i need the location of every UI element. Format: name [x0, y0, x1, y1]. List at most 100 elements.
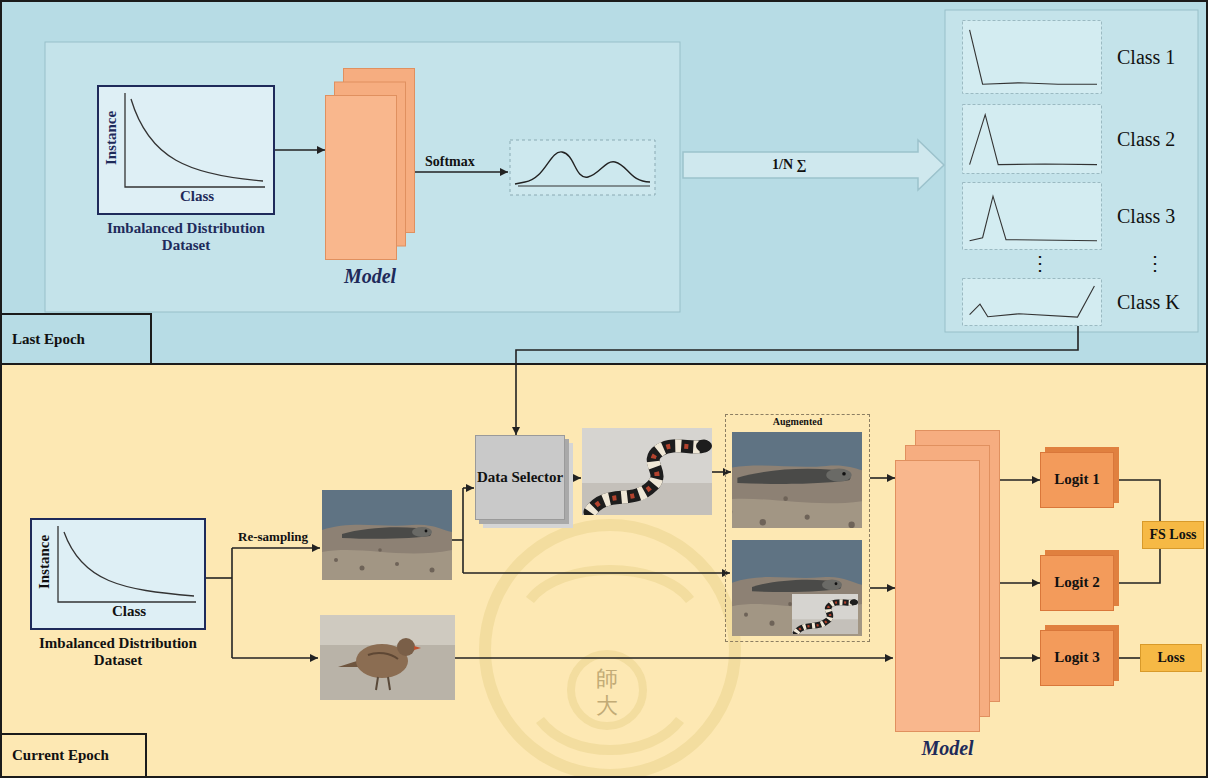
- dataset-chart-node: InstanceClassImbalanced Distribution Dat…: [97, 85, 275, 265]
- flow-line: [452, 539, 463, 541]
- process-box: Data Selector: [475, 435, 565, 520]
- model-label: Model: [880, 736, 1015, 760]
- long-tail-curve: [131, 99, 263, 181]
- cutmix-patch: [792, 594, 858, 634]
- flow-line: [231, 548, 233, 658]
- arrow-label: Softmax: [425, 154, 475, 170]
- box-label: Logit 2: [1054, 574, 1099, 591]
- plot-line: [970, 30, 1097, 84]
- class-distribution-plot: [962, 104, 1102, 174]
- connector-line: [1114, 549, 1160, 583]
- plot-frame: [963, 279, 1102, 326]
- class-label: Class 1: [1117, 45, 1175, 69]
- model-label: Model: [310, 264, 430, 288]
- axis-label: Class: [125, 188, 269, 205]
- ellipsis-mark: ⋮: [1145, 252, 1165, 274]
- bottom-band-ground: [0, 365, 1208, 778]
- group-heading: Augmented: [726, 416, 869, 428]
- plot-line: [970, 286, 1095, 317]
- connector-arrow: [1000, 582, 1040, 584]
- process-box: Logit 3: [1040, 630, 1114, 686]
- connector-line: [1114, 480, 1160, 521]
- band-title: Last Epoch: [12, 331, 85, 348]
- bird-photo: [320, 615, 455, 700]
- process-box: Logit 1: [1040, 452, 1114, 508]
- watermark-ring: [485, 525, 735, 775]
- top-band-ground: [0, 0, 1208, 365]
- axis-label: Instance: [103, 111, 120, 165]
- average-arrow: [683, 140, 944, 190]
- class-row: Class 1: [962, 20, 1194, 94]
- class-distribution-plot: [962, 278, 1102, 326]
- connector-arrow: [870, 587, 895, 589]
- dataset-caption: Imbalanced Distribution Dataset: [85, 220, 287, 254]
- connector-arrow: [1000, 657, 1040, 659]
- augmented-photo: [732, 432, 862, 528]
- softmax-axis: [518, 186, 650, 187]
- model-node: Model: [325, 68, 415, 288]
- class-label: Class 2: [1117, 127, 1175, 151]
- axis-label: Class: [58, 603, 200, 620]
- long-tail-curve: [64, 532, 194, 596]
- connector-arrow: [275, 149, 325, 151]
- class-distribution-plot: [962, 20, 1102, 94]
- chart-axes: [58, 526, 196, 602]
- class-row: Class K: [962, 278, 1194, 326]
- watermark-text: 大: [596, 694, 618, 718]
- arrow-label: Re-sampling: [238, 529, 308, 544]
- class-panel: [945, 10, 1198, 332]
- flow-arrow: [232, 657, 318, 659]
- box-label: Logit 3: [1054, 649, 1099, 666]
- flow-arrow: [455, 657, 893, 659]
- flow-arrow: [463, 487, 474, 489]
- process-box: Logit 2: [1040, 555, 1114, 611]
- augmented-photo: [732, 540, 862, 636]
- flow-line: [206, 577, 232, 579]
- process-box: FS Loss: [1142, 521, 1204, 549]
- box-label: Loss: [1157, 650, 1184, 666]
- plot-frame: [963, 21, 1102, 94]
- watermark-petal: [530, 570, 690, 750]
- lizard-photo-zoomed: [732, 432, 862, 528]
- class-label: Class 3: [1117, 204, 1175, 228]
- ellipsis-mark: ⋮: [1030, 252, 1050, 274]
- watermark-ring: [571, 654, 643, 726]
- model-layers: [895, 430, 1000, 732]
- box-label: Logit 1: [1054, 471, 1099, 488]
- connector-arrow: [1000, 479, 1040, 481]
- flow-line: [462, 488, 464, 573]
- chart-axes: [125, 93, 265, 187]
- plot-frame: [963, 183, 1102, 250]
- class-label: Class K: [1117, 290, 1180, 314]
- flow-arrow: [232, 547, 320, 549]
- connector-arrow: [870, 477, 895, 479]
- class-distribution-plot: [962, 182, 1102, 250]
- class-row: Class 2: [962, 104, 1194, 174]
- class-row: Class 3: [962, 182, 1194, 250]
- dataset-caption: Imbalanced Distribution Dataset: [18, 635, 218, 669]
- plot-frame: [963, 105, 1102, 174]
- process-box: Loss: [1140, 644, 1202, 672]
- model-layers: [325, 68, 415, 260]
- model-layer: [326, 96, 397, 260]
- band-tab: Last Epoch: [2, 313, 152, 363]
- arrow-label: 1/N ∑: [772, 157, 806, 173]
- connector-arrow: [516, 326, 1078, 435]
- model-layer: [896, 461, 980, 732]
- flow-arrow: [712, 471, 731, 473]
- band-title: Current Epoch: [12, 747, 109, 764]
- band-tab: Current Epoch: [2, 733, 147, 776]
- box-label: Data Selector: [477, 469, 563, 486]
- watermark-text: 師: [596, 667, 618, 691]
- inner-panel: [45, 42, 680, 312]
- model-node: Model: [895, 430, 1000, 760]
- watermark-emblem: [485, 525, 735, 775]
- augmented-group: Augmented: [725, 414, 870, 642]
- flow-arrow: [463, 572, 730, 574]
- dataset-chart-node: InstanceClassImbalanced Distribution Dat…: [30, 518, 206, 683]
- axis-label: Instance: [36, 535, 53, 589]
- softmax-box: [510, 140, 655, 195]
- snake-photo: [582, 428, 712, 515]
- plot-line: [970, 196, 1097, 241]
